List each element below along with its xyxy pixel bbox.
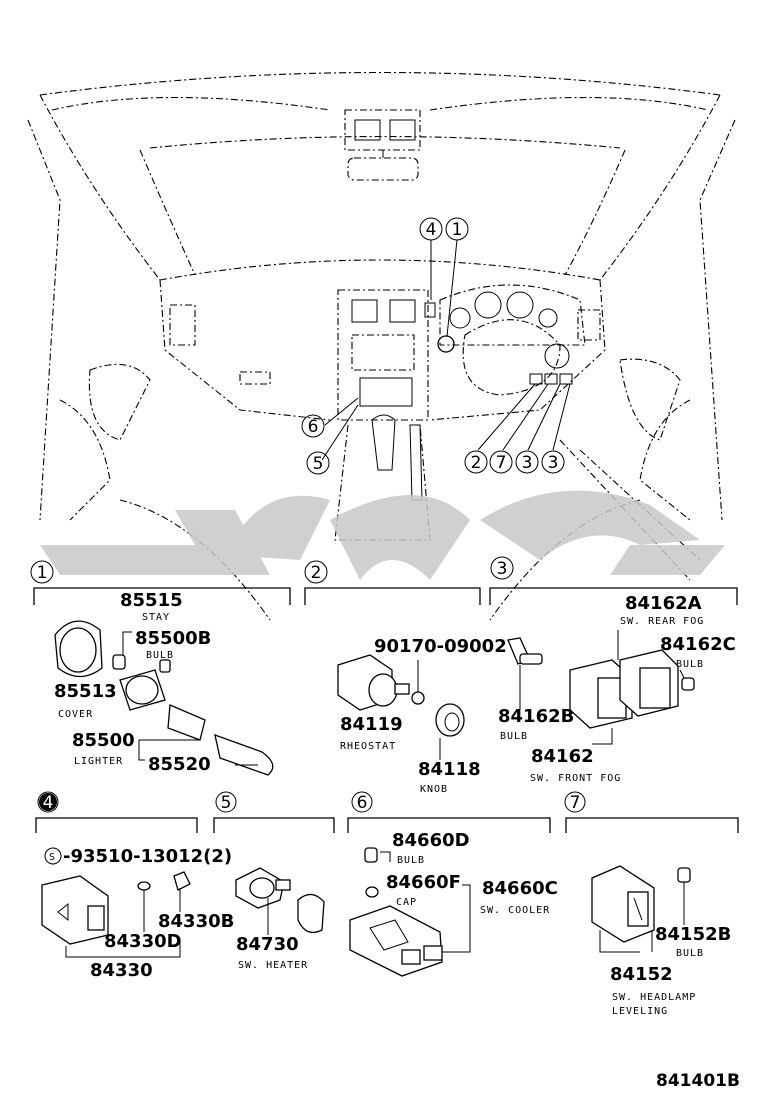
- part-84162b: 84162B: [498, 706, 574, 727]
- label-lighter: LIGHTER: [74, 756, 123, 767]
- label-knob: KNOB: [420, 784, 448, 795]
- part-84330b: 84330B: [158, 911, 234, 932]
- label-rheostat: RHEOSTAT: [340, 741, 396, 752]
- interior-overview: [27, 71, 736, 621]
- section-4-number: 4: [43, 793, 54, 813]
- part-84162c: 84162C: [660, 634, 736, 655]
- part-84660c: 84660C: [482, 878, 558, 899]
- part-84660d: 84660D: [392, 830, 470, 851]
- label-bulb-1: BULB: [146, 650, 174, 661]
- part-84330d: 84330D: [104, 931, 182, 952]
- callout-3a: 3: [522, 453, 533, 473]
- part-85515: 85515: [120, 590, 183, 611]
- section-2-number: 2: [311, 563, 322, 583]
- label-cap: CAP: [396, 897, 417, 908]
- part-85513: 85513: [54, 681, 117, 702]
- part-90170-09002: 90170-09002: [374, 636, 507, 657]
- label-bulb-7: BULB: [676, 948, 704, 959]
- label-cover: COVER: [58, 709, 93, 720]
- part-84660f: 84660F: [386, 872, 461, 893]
- part-93510-13012: -93510-13012(2): [63, 846, 232, 867]
- part-84730: 84730: [236, 934, 299, 955]
- label-sw-heater: SW. HEATER: [238, 960, 308, 971]
- overview-callouts: 4 1 6 5 2 7 3 3: [301, 217, 565, 475]
- label-sw-front-fog: SW. FRONT FOG: [530, 773, 621, 784]
- part-84162: 84162: [531, 746, 594, 767]
- part-84152b: 84152B: [655, 924, 731, 945]
- callout-7: 7: [496, 453, 507, 473]
- label-leveling: LEVELING: [612, 1006, 668, 1017]
- watermark-logo: [40, 490, 725, 580]
- part-84119: 84119: [340, 714, 403, 735]
- label-sw-cooler: SW. COOLER: [480, 905, 550, 916]
- part-85520: 85520: [148, 754, 211, 775]
- label-sw-rear-fog: SW. REAR FOG: [620, 616, 704, 627]
- callout-4: 4: [426, 220, 437, 240]
- label-bulb-3b: BULB: [500, 731, 528, 742]
- callout-1: 1: [452, 220, 463, 240]
- section-1-number: 1: [37, 563, 48, 583]
- section-3-fog-switches: 3 84162A SW. REAR FOG 84162C BULB 84162B…: [489, 556, 738, 784]
- part-84118: 84118: [418, 759, 481, 780]
- section-7-headlamp-leveling: 7 84152B BULB 84152 SW. HEADLAMP LEVELIN…: [564, 791, 739, 1017]
- callout-3b: 3: [548, 453, 559, 473]
- part-85500: 85500: [72, 730, 135, 751]
- section-5-heater-switch: 5 84730 SW. HEATER: [213, 791, 335, 971]
- screw-s-mark: S: [49, 852, 56, 863]
- section-2-rheostat: 2 90170-09002 84119 RHEOSTAT 84118 KNOB: [304, 560, 507, 795]
- figure-code: 841401B: [656, 1071, 740, 1091]
- part-85500b: 85500B: [135, 628, 211, 649]
- label-bulb-6: BULB: [397, 855, 425, 866]
- callout-5: 5: [313, 454, 324, 474]
- section-5-number: 5: [221, 793, 232, 813]
- label-stay: STAY: [142, 612, 170, 623]
- callout-6: 6: [308, 417, 319, 437]
- part-84162a: 84162A: [625, 593, 702, 614]
- part-84330: 84330: [90, 960, 153, 981]
- section-4-switch: 4 S -93510-13012(2) 84330B 84330D 84330: [35, 791, 234, 981]
- callout-2: 2: [471, 453, 482, 473]
- part-84152: 84152: [610, 964, 673, 985]
- section-6-cooler-switch: 6 84660D BULB 84660F CAP 84660C SW. COOL…: [347, 791, 558, 977]
- section-3-number: 3: [497, 559, 508, 579]
- section-7-number: 7: [570, 793, 581, 813]
- label-sw-headlamp: SW. HEADLAMP: [612, 992, 696, 1003]
- label-bulb-3c: BULB: [676, 659, 704, 670]
- section-6-number: 6: [357, 793, 368, 813]
- section-1-lighter: 1 85515 STAY 85500B BULB 85513 COVER 855…: [30, 560, 291, 776]
